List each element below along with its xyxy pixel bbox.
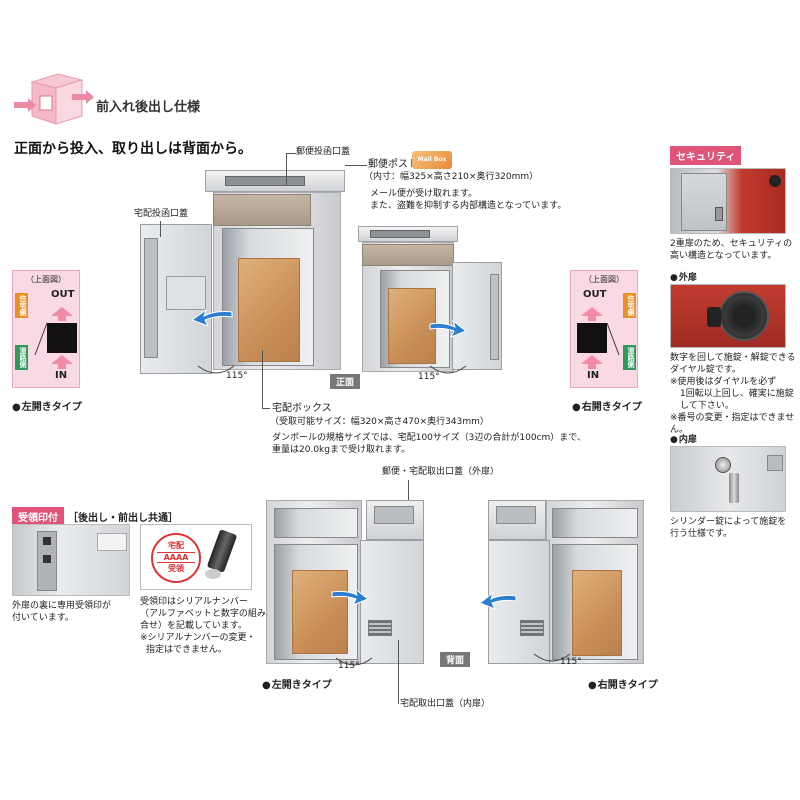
section-title: 前入れ後出し仕様 [96,100,201,115]
back-right-type-label: 右開きタイプ [588,676,658,691]
angle-label-back-right: 115° [560,657,582,667]
arrow-up-icon [581,355,603,369]
parcel-box-center [238,258,300,362]
mail-post-label: 郵便ポスト [368,159,418,170]
outer-desc2: ダイヤル錠です。 [670,365,741,375]
blue-arrow-left-icon [478,591,517,610]
section-subtitle: 正面から投入、取り出しは背面から。 [14,141,252,157]
outer-note4: ※番号の変更・指定はできません。 [670,413,795,436]
back-inner-door-left [360,540,424,664]
outer-lid-label: 郵便・宅配取出口蓋（外扉） [382,467,500,477]
blue-arrow-right-icon [429,319,468,338]
outer-note2: 1回転以上回し、確実に施錠 [680,389,794,399]
mail-lid-label: 郵便投函口蓋 [296,147,351,157]
arrow-up-icon [51,355,73,369]
stamp-desc4: ※シリアルナンバーの変更・ [140,633,256,643]
blue-arrow-right-icon [331,587,370,606]
arrow-up-icon [581,307,603,321]
view-label-back: 背面 [440,652,471,667]
stamp-caption1: 外扉の裏に専用受領印が [12,601,112,611]
outer-note1: ※使用後はダイヤルを必ず [670,377,777,387]
stamp-desc5: 指定はできません。 [146,645,227,655]
dial-lock-icon [719,291,769,341]
top-view-left: （上面図） OUT 住宅側 道路側 IN [12,270,80,388]
view-label-front: 正面 [330,374,361,389]
parcel-lid-label: 宅配投函口蓋 [134,209,189,219]
parcel-box-back-right [572,570,622,656]
front-left-type-label: 左開きタイプ [12,398,82,413]
box-flow-icon [14,73,94,125]
front-right-type-label: 右開きタイプ [572,398,642,413]
parcel-box-note2: 重量は20.0kgまで受け取れます。 [272,445,411,455]
outer-desc1: 数字を回して施錠・解錠できる [670,353,796,363]
cylinder-lock-icon [715,457,731,473]
mail-post-note2: また、盗難を抑制する内部構造となっています。 [370,201,567,211]
door-instruction-label [166,276,206,310]
outer-door-label: 外扉 [670,270,697,283]
arrow-up-icon [51,307,73,321]
parcel-box-note1: ダンボールの規格サイズでは、宅配100サイズ（3辺の合計が100cm）まで、 [272,433,586,443]
key-icon [729,473,739,503]
stamp-tag: 受領印付［後出し・前出し共通］ [12,506,178,526]
back-left-type-label: 左開きタイプ [262,676,332,691]
vent-grille [520,620,544,636]
vent-grille [368,620,392,636]
stamp-photo-door [12,524,130,596]
stamp-caption2: 付いています。 [12,613,74,623]
angle-arc-left [197,365,235,374]
security-tag: セキュリティ [670,146,742,165]
inner-desc1: シリンダー錠によって施錠を [670,517,787,527]
angle-label-front-left: 115° [226,371,248,381]
security-desc1: 2重扉のため、セキュリティの [670,239,793,249]
security-photo [670,168,786,234]
angle-arc-right [429,365,467,374]
security-desc2: 高い構造となっています。 [670,251,777,261]
inner-lid-label: 宅配取出口蓋（内扉） [400,699,491,709]
top-view-right: （上面図） OUT 住宅側 道路側 IN [570,270,638,388]
stamp-desc3: 合せ）を記載しています。 [140,621,247,631]
mail-post-dims: （内寸：幅325×高さ210×奥行320mm） [364,172,539,182]
angle-label-back-left: 115° [338,661,360,671]
angle-arc-back-right [533,653,571,662]
parcel-box-dims: （受取可能サイズ：幅320×高さ470×奥行343mm） [270,417,489,427]
parcel-box-label: 宅配ボックス [272,403,332,414]
angle-label-front-right: 115° [418,372,440,382]
stamp-seal-photo: 宅配 AAAA 受領 [140,524,252,590]
parcel-box-back-left [292,570,348,654]
mail-post-logo: Mail Box [412,151,452,169]
stamp-desc1: 受領印はシリアルナンバー [140,597,248,607]
inner-door-label: 内扉 [670,432,697,445]
outer-note3: して下さい。 [680,401,734,411]
stamp-desc2: （アルファベットと数字の組み [140,609,266,619]
blue-arrow-left-icon [190,308,233,327]
mail-post-note1: メール便が受け取れます。 [370,189,478,199]
seal-icon: 宅配 AAAA 受領 [151,533,201,583]
inner-desc2: 行う仕様です。 [670,529,733,539]
cylinder-lock-photo [670,446,786,512]
dial-lock-photo [670,284,786,348]
angle-arc-back-left [335,657,373,666]
